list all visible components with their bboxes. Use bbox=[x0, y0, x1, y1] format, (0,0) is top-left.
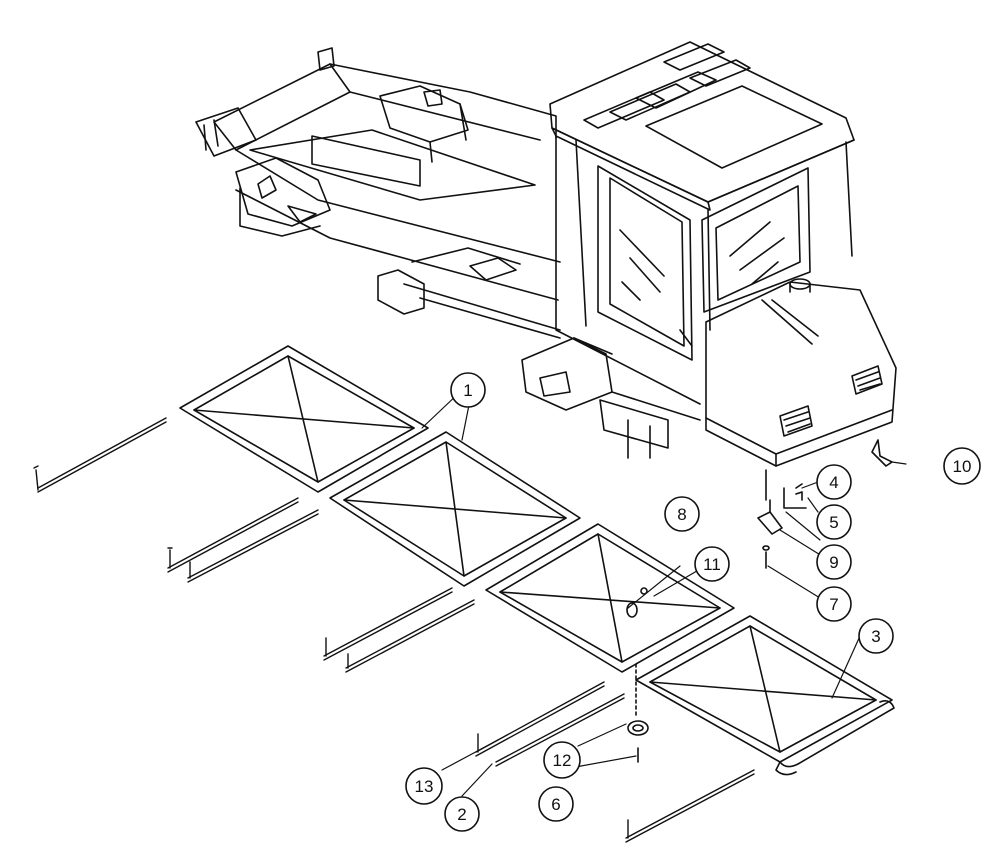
callout-10-label: 10 bbox=[953, 457, 972, 476]
small-parts bbox=[627, 439, 893, 763]
callout-7-label: 7 bbox=[829, 595, 838, 614]
callout-1: 1 bbox=[450, 372, 486, 408]
callout-10: 10 bbox=[943, 447, 981, 485]
strips bbox=[33, 417, 755, 843]
machine-frame bbox=[195, 47, 701, 459]
callout-7: 7 bbox=[816, 586, 852, 622]
callout-11-label: 11 bbox=[703, 555, 721, 574]
cab bbox=[549, 41, 855, 405]
callout-4-label: 4 bbox=[829, 473, 838, 492]
callout-4: 4 bbox=[816, 464, 852, 500]
floor-panel-a bbox=[179, 345, 429, 493]
callout-13-label: 13 bbox=[415, 777, 434, 796]
engine-hood bbox=[705, 278, 897, 467]
callout-12: 12 bbox=[543, 741, 581, 779]
callout-8-label: 8 bbox=[677, 505, 686, 524]
callout-3-label: 3 bbox=[871, 627, 880, 646]
callout-5: 5 bbox=[816, 504, 852, 540]
callout-12-label: 12 bbox=[553, 751, 572, 770]
callout-8: 8 bbox=[664, 496, 700, 532]
callout-6: 6 bbox=[538, 786, 574, 822]
callout-9-label: 9 bbox=[829, 553, 838, 572]
callout-3: 3 bbox=[858, 618, 894, 654]
floor-panel-c bbox=[485, 523, 735, 673]
callout-11: 11 bbox=[694, 546, 730, 582]
floor-panel-b bbox=[329, 431, 581, 587]
callout-1-label: 1 bbox=[463, 381, 472, 400]
callout-2-label: 2 bbox=[457, 805, 466, 824]
callout-9: 9 bbox=[816, 544, 852, 580]
callout-13: 13 bbox=[405, 767, 443, 805]
callout-5-label: 5 bbox=[829, 513, 838, 532]
callout-6-label: 6 bbox=[551, 795, 560, 814]
callout-2: 2 bbox=[444, 796, 480, 832]
floor-panel-d bbox=[635, 615, 895, 776]
